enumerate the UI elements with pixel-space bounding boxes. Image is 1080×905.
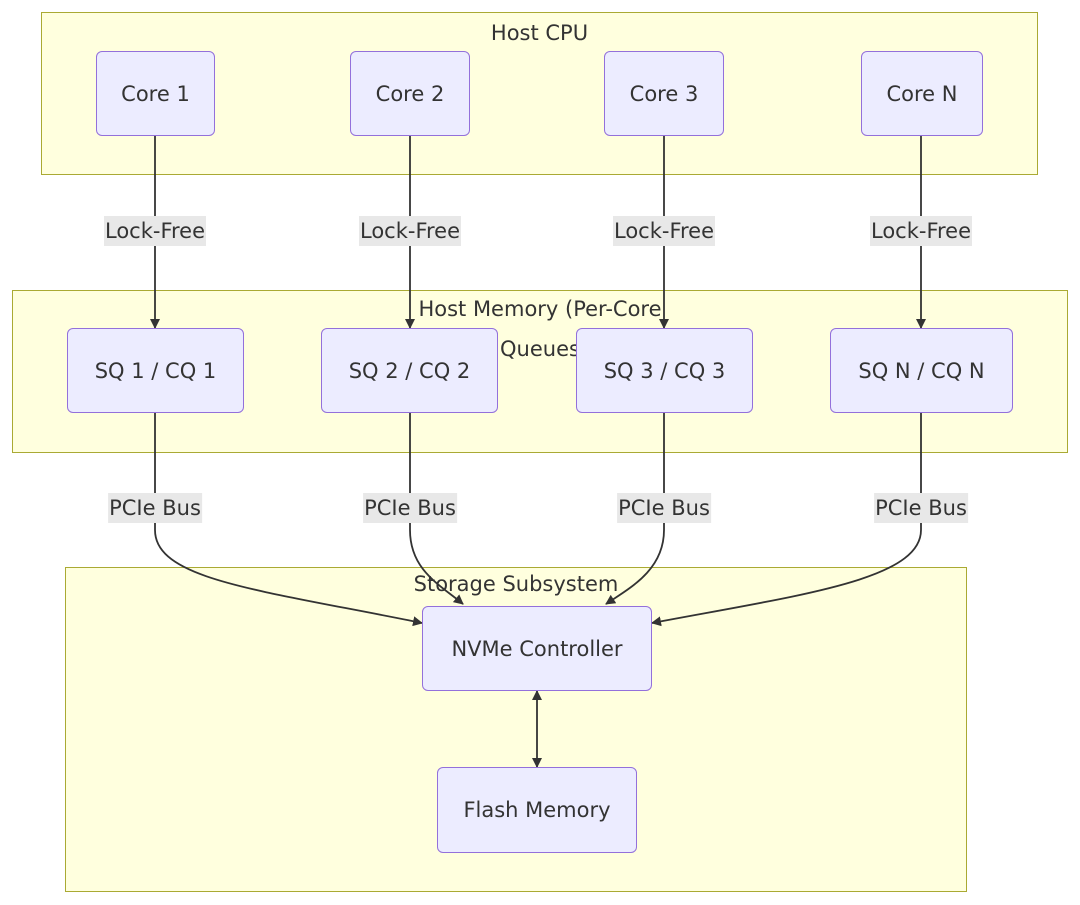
node-core-2: Core 2 xyxy=(350,51,470,136)
node-sq-cq-3: SQ 3 / CQ 3 xyxy=(576,328,753,413)
edge-label-pcie-n: PCIe Bus xyxy=(874,493,968,523)
cluster-title-host-memory: Host Memory (Per-Core Queues xyxy=(418,297,662,361)
cluster-title-host-cpu: Host CPU xyxy=(490,21,589,45)
edge-label-lock-free-n: Lock-Free xyxy=(869,216,973,246)
edge-sq3-controller xyxy=(605,413,665,605)
node-core-n: Core N xyxy=(861,51,983,136)
edge-label-pcie-1: PCIe Bus xyxy=(108,493,202,523)
node-sq-cq-1: SQ 1 / CQ 1 xyxy=(67,328,244,413)
node-sq-cq-2: SQ 2 / CQ 2 xyxy=(321,328,498,413)
edge-label-pcie-3: PCIe Bus xyxy=(617,493,711,523)
node-core-1: Core 1 xyxy=(96,51,215,136)
edge-sqN-controller xyxy=(651,413,922,627)
edge-label-lock-free-3: Lock-Free xyxy=(612,216,716,246)
edge-sq2-controller xyxy=(409,413,464,605)
edge-sq1-controller xyxy=(154,413,423,627)
node-nvme-controller: NVMe Controller xyxy=(422,606,652,691)
edge-label-lock-free-1: Lock-Free xyxy=(103,216,207,246)
node-core-3: Core 3 xyxy=(604,51,724,136)
node-flash-memory: Flash Memory xyxy=(437,767,637,853)
edge-label-lock-free-2: Lock-Free xyxy=(358,216,462,246)
edge-label-pcie-2: PCIe Bus xyxy=(363,493,457,523)
node-sq-cq-n: SQ N / CQ N xyxy=(830,328,1013,413)
